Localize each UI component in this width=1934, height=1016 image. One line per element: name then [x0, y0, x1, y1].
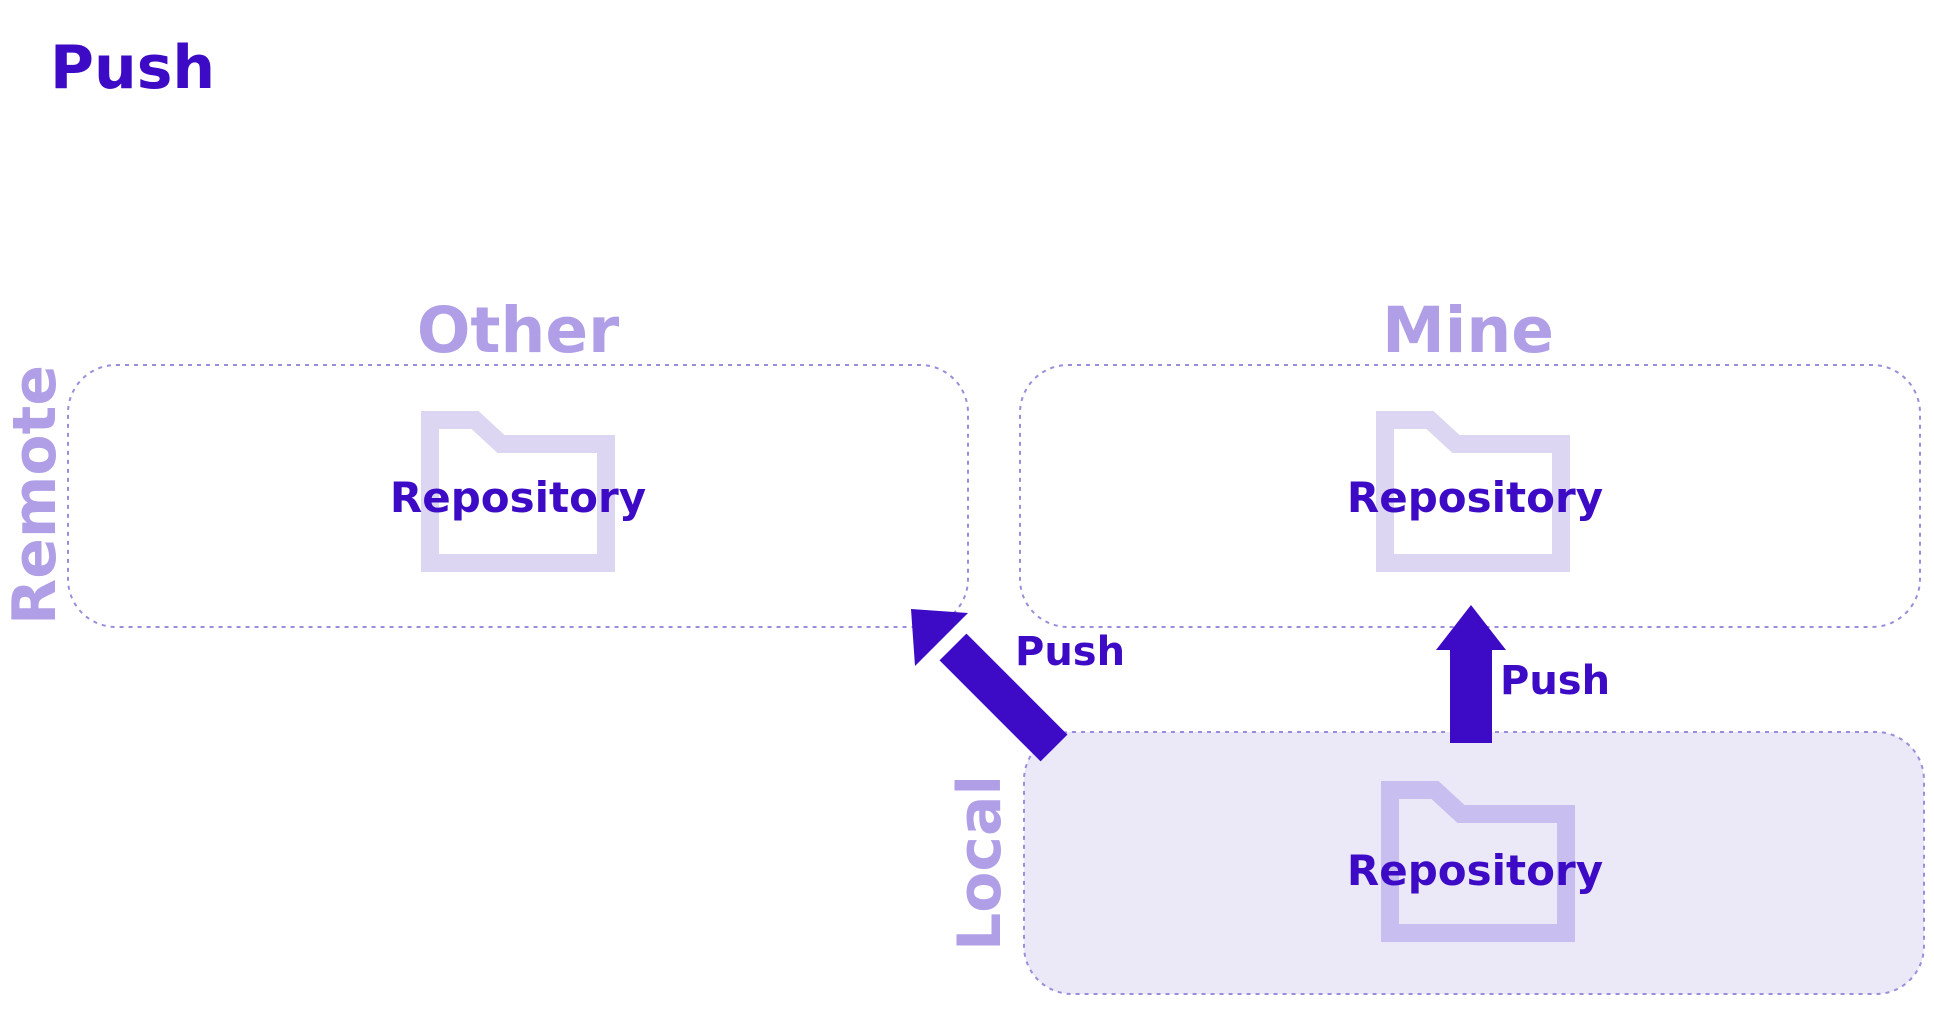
folder-icon	[1381, 781, 1575, 942]
local-mine-box	[1023, 731, 1925, 995]
row-label-local: Local	[945, 775, 1015, 951]
page-title: Push	[50, 33, 215, 103]
repository-label-remote-other: Repository	[390, 473, 646, 522]
row-label-remote: Remote	[0, 365, 70, 625]
folder-icon	[1376, 411, 1570, 572]
repository-label-local-mine: Repository	[1347, 846, 1603, 895]
folder-icon	[421, 411, 615, 572]
push-arrow-to-mine	[1436, 605, 1506, 743]
push-label-to-other: Push	[1015, 629, 1125, 675]
column-label-mine: Mine	[1382, 294, 1554, 367]
column-label-other: Other	[417, 294, 619, 367]
repository-label-remote-mine: Repository	[1347, 473, 1603, 522]
push-arrow-to-other	[911, 609, 1068, 762]
push-label-to-mine: Push	[1500, 658, 1610, 704]
remote-other-box	[67, 364, 969, 628]
